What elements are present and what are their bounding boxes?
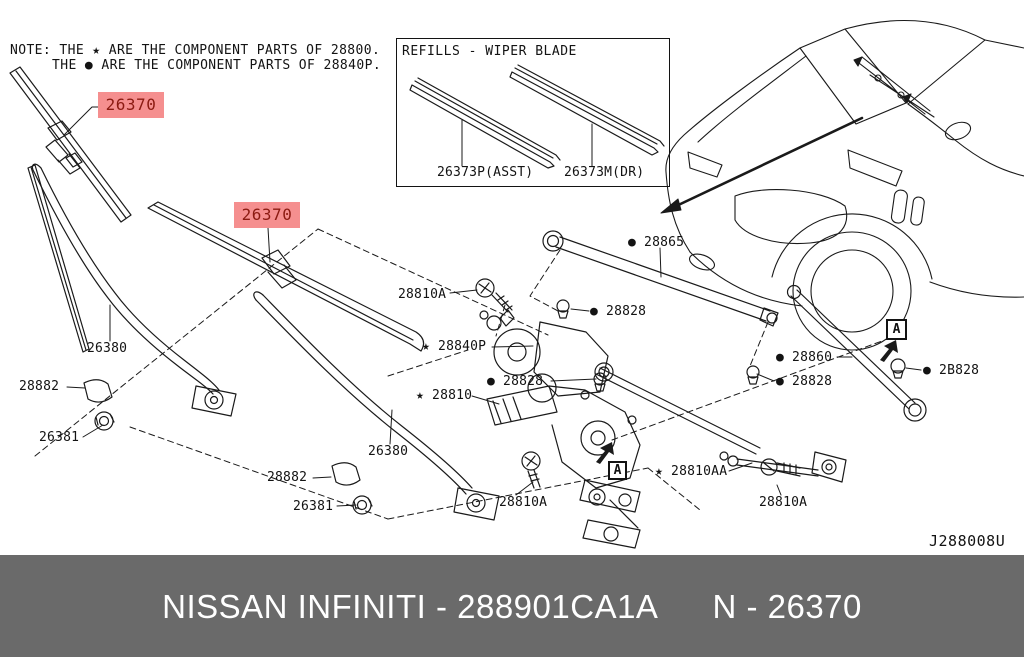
wiper-motor-28810 bbox=[486, 385, 641, 549]
link-rod-28865 bbox=[542, 230, 779, 327]
part-label-26373p: 26373P(ASST) bbox=[437, 165, 534, 180]
car-drawing bbox=[665, 19, 1024, 351]
view-callout-box-a2: A bbox=[886, 319, 907, 340]
view-callout-box-a1: A bbox=[608, 461, 627, 480]
fastener-hardware bbox=[83, 278, 906, 515]
note-line-1: NOTE: THE ★ ARE THE COMPONENT PARTS OF 2… bbox=[10, 43, 381, 58]
part-label-28882-center: 28882 bbox=[267, 470, 308, 485]
part-label-28860: ● 28860 bbox=[776, 350, 833, 365]
part-label-26373m: 26373M(DR) bbox=[564, 165, 645, 180]
refills-title: REFILLS - WIPER BLADE bbox=[402, 44, 577, 59]
part-label-28828-c: ● 28828 bbox=[776, 374, 833, 389]
refills-inset-box bbox=[396, 38, 670, 187]
part-label-26381-center: 26381 bbox=[293, 499, 334, 514]
part-label-26380-left: 26380 bbox=[87, 341, 128, 356]
pivot-assembly-right bbox=[719, 451, 847, 483]
part-label-28810aa: ★ 28810AA bbox=[655, 464, 728, 479]
wiper-motor-28840p bbox=[479, 309, 614, 403]
part-label-28882-left: 28882 bbox=[19, 379, 60, 394]
wiper-arm-center bbox=[253, 291, 500, 521]
link-rod-28860 bbox=[786, 284, 927, 422]
leader-lines bbox=[63, 106, 922, 507]
dashed-guides bbox=[34, 228, 883, 520]
locator-arrow bbox=[660, 116, 864, 214]
footer-ref-number: N - 26370 bbox=[712, 587, 862, 625]
footer-banner: NISSAN INFINITI - 288901CA1A N - 26370 bbox=[0, 555, 1024, 657]
part-label-28828-a: ● 28828 bbox=[590, 304, 647, 319]
diagram-code: J288008U bbox=[929, 532, 1006, 550]
view-arrow-a2 bbox=[880, 340, 898, 362]
diagram-line-art bbox=[9, 19, 1024, 549]
part-label-28810a-top: 28810A bbox=[398, 287, 447, 302]
wiper-refill-left bbox=[27, 164, 90, 353]
part-label-28810a-mid: 28810A bbox=[499, 495, 548, 510]
wiper-blade-driver bbox=[9, 66, 132, 223]
part-label-28810: ★ 28810 bbox=[416, 388, 473, 403]
wiper-blade-passenger bbox=[147, 201, 425, 352]
note-line-2: THE ● ARE THE COMPONENT PARTS OF 28840P. bbox=[52, 58, 382, 73]
part-label-26380-center: 26380 bbox=[368, 444, 409, 459]
part-label-2b828: ● 2B828 bbox=[923, 363, 980, 378]
part-label-28828-b: ● 28828 bbox=[487, 374, 544, 389]
part-label-28840p: ★ 28840P bbox=[422, 339, 487, 354]
wiper-arm-left bbox=[31, 163, 237, 417]
part-label-28865: ● 28865 bbox=[628, 235, 685, 250]
part-label-26381-left: 26381 bbox=[39, 430, 80, 445]
footer-part-id: NISSAN INFINITI - 288901CA1A bbox=[162, 587, 659, 625]
view-arrow-a1 bbox=[596, 442, 614, 464]
link-rod-center bbox=[595, 367, 761, 455]
selected-part-label-26370-2[interactable]: 26370 bbox=[234, 202, 300, 228]
part-label-28810a-right: 28810A bbox=[759, 495, 808, 510]
selected-part-label-26370-1[interactable]: 26370 bbox=[98, 92, 164, 118]
refill-blades-inset bbox=[409, 64, 665, 169]
